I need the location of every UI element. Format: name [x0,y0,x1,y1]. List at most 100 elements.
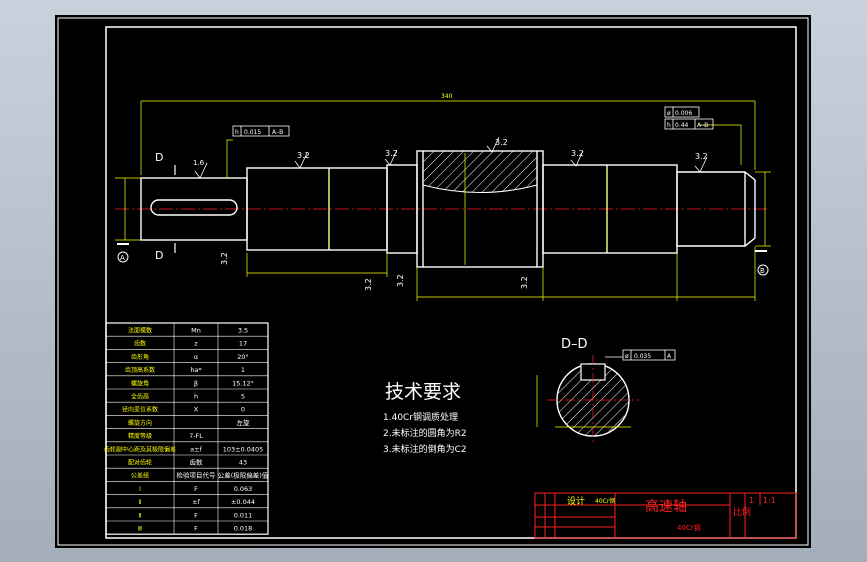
param-cell-2-2: 20° [237,353,249,361]
title-designer-label: 设计 [567,495,585,507]
param-cell-5-1: h [194,393,198,401]
param-cell-9-1: a±f [190,445,202,453]
param-cell-9-2: 103±0.0405 [223,445,264,453]
tech-req-item-1: 1.40Cr钢调质处理 [383,411,458,423]
param-cell-4-1: β [194,379,198,387]
tolerance-frame-1: h 0.015 A–B [232,125,290,137]
roughness-9: 3.2 [520,276,529,289]
param-cell-6-0: 径向变位系数 [122,406,158,414]
param-cell-3-2: 1 [241,366,245,374]
param-cell-2-0: 齿形角 [131,353,149,361]
tech-req-title: 技术要求 [385,381,461,403]
title-sheet: 1 [749,496,754,505]
param-cell-1-2: 17 [239,340,247,348]
cad-drawing: A B D D 340 1.6 3.2 3.2 3.2 3.2 3.2 3.2 … [57,17,809,546]
param-cell-0-0: 法面模数 [128,327,152,335]
roughness-symbols [194,136,708,179]
tolerance-frame-3: h 0.44 A–B [664,118,714,130]
gear-tooth-hatch [422,150,538,193]
svg-text:A–B: A–B [272,129,283,136]
section-label-top: D [155,151,163,164]
param-cell-2-1: α [194,353,198,361]
outer-frame [57,17,809,546]
param-cell-0-1: Mn [191,327,201,335]
param-cell-11-0: 公差组 [131,472,149,480]
overall-length-dim: 340 [441,93,453,100]
svg-text:0.44: 0.44 [675,122,689,129]
section-dd-view [536,355,639,445]
param-cell-3-1: ha* [190,366,202,374]
svg-text:A–B: A–B [697,122,708,129]
param-cell-12-2: 0.063 [234,485,253,493]
param-cell-11-2: 公差(极限偏差)值 [218,471,269,480]
svg-text:0.015: 0.015 [244,129,261,136]
param-cell-1-1: z [194,340,198,348]
svg-text:0.006: 0.006 [675,110,692,117]
title-scale-label: 比例 [733,506,751,518]
param-cell-14-2: 0.011 [234,511,253,519]
svg-text:ø: ø [625,353,629,360]
param-cell-15-0: Ⅲ [138,526,142,533]
param-cell-9-0: 齿轮副中心距及其极限偏差 [104,445,176,453]
roughness-4: 3.2 [571,149,584,158]
roughness-7: 3.2 [364,278,373,291]
dimension-lines [115,100,771,301]
param-cell-6-1: X [194,406,199,414]
param-cell-7-2: 左旋 [237,418,251,427]
datum-markers [117,243,769,276]
title-material-top: 40Cr钢 [595,497,615,505]
param-cell-12-1: F [194,485,198,493]
param-cell-11-1: 检验项目代号 [177,471,217,480]
param-cell-13-1: ±f [192,498,200,506]
param-cell-12-0: Ⅰ [139,486,141,493]
svg-text:ø: ø [667,110,671,117]
datum-b-label: B [760,267,765,275]
roughness-2: 3.2 [385,149,398,158]
param-cell-13-0: Ⅱ [139,499,142,506]
drawing-viewport[interactable]: A B D D 340 1.6 3.2 3.2 3.2 3.2 3.2 3.2 … [55,15,811,548]
param-cell-15-2: 0.018 [234,525,253,533]
roughness-6: 3.2 [220,252,229,265]
param-cell-10-1: 齿数 [190,458,204,467]
param-cell-4-2: 15.12° [232,379,254,387]
section-view-label: D–D [561,337,588,352]
param-cell-5-0: 全齿高 [131,393,149,401]
param-cell-15-1: F [194,525,198,533]
param-cell-6-2: 0 [241,406,245,414]
param-cell-14-0: Ⅱ [139,512,142,519]
param-cell-8-0: 精度等级 [128,432,152,440]
svg-text:h: h [235,129,239,136]
param-cell-7-0: 螺旋方向 [128,419,152,427]
roughness-0: 1.6 [193,159,205,167]
svg-text:0.035: 0.035 [634,353,651,360]
param-cell-14-1: F [194,511,198,519]
tech-req-item-2: 2.未标注的圆角为R2 [383,427,467,439]
param-cell-10-0: 配对齿轮 [128,459,152,467]
tolerance-frame-2: ø 0.006 [664,106,700,118]
param-cell-8-1: 7-FL [189,432,203,440]
title-block [534,492,797,539]
param-cell-4-0: 螺旋角 [131,379,149,387]
tech-req-item-3: 3.未标注的倒角为C2 [383,443,467,455]
param-cell-3-0: 齿顶高系数 [125,366,155,374]
param-cell-10-2: 43 [239,459,247,467]
datum-a-label: A [120,254,125,262]
svg-text:A: A [667,353,672,360]
param-cell-13-2: ±0.044 [231,498,255,506]
gear-params-table: 法面模数 Mn 3.5 齿数 z 17 齿形角 α 20° 齿顶高系数 ha* 1 螺旋角 β 15.12°… [104,322,269,535]
title-material: 40Cr钢 [677,523,701,532]
param-cell-1-0: 齿数 [134,340,146,348]
keyway-slot [150,199,238,216]
roughness-5: 3.2 [695,152,708,161]
inner-frame [105,26,797,539]
roughness-3: 3.2 [495,138,508,147]
param-cell-0-2: 3.5 [238,327,248,335]
roughness-1: 3.2 [297,151,310,160]
title-scale: 1:1 [763,496,776,505]
roughness-8: 3.2 [396,274,405,287]
section-label-bottom: D [155,249,163,262]
svg-text:h: h [667,122,671,129]
param-cell-5-2: 5 [241,393,245,401]
tolerance-frame-4: ø 0.035 A [605,349,676,361]
title-part-name: 高速轴 [645,498,687,515]
